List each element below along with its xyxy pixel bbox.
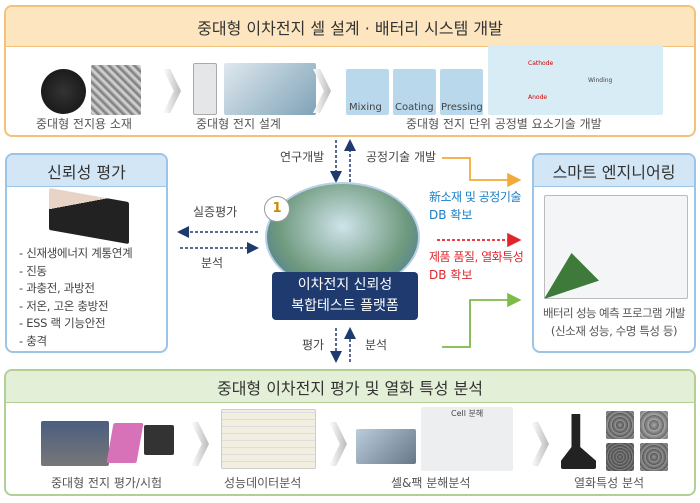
microscope-icon [561,414,596,469]
pressing-image: Pressing [440,69,483,115]
panel-title: 중대형 이차전지 평가 및 열화 특성 분석 [6,371,694,403]
sem-image [640,443,668,471]
cell-module-image [144,425,174,455]
material-image [41,69,86,114]
panel-title: 신뢰성 평가 [7,155,166,187]
chevron-icon [191,422,209,466]
sem-image [640,411,668,439]
magnifier-image [356,429,416,464]
arrow-label: 연구개발 [280,150,325,164]
caption: 중대형 전지 설계 [196,117,281,131]
process-diagram: Cathode Anode Winding [488,45,663,115]
smart-engineering-panel: 스마트 엔지니어링 배터리 성능 예측 프로그램 개발 (신소재 성능, 수명 … [532,153,696,353]
chevron-icon [329,422,347,466]
performance-charts [221,409,316,469]
chevron-icon [531,422,549,466]
cell-design-panel: 중대형 이차전지 셀 설계 · 배터리 시스템 개발 Mixing Coatin… [4,5,696,137]
db-label: 新소재 및 공정기술 [429,190,521,204]
arrow-label: 공정기술 개발 [366,150,437,164]
test-list: - 신재생에너지 계통연계- 진동- 과충전, 과방전- 저온, 고온 충방전-… [19,246,133,348]
caption: 중대형 전지용 소재 [36,117,132,131]
evaluation-panel: 중대형 이차전지 평가 및 열화 특성 분석 Cell 분해 중대형 전지 평가… [4,369,696,496]
db-label: DB 확보 [429,208,473,222]
pouch-cell-image [106,423,144,463]
sem-image [606,411,634,439]
sem-image [606,443,634,471]
panel-title: 스마트 엔지니어링 [534,155,694,187]
coating-image: Coating [393,69,436,115]
mixing-image: Mixing [346,69,389,115]
sem-image [91,65,141,115]
module-image [224,63,316,115]
arrow-label: 평가 [302,338,325,352]
panel-title: 중대형 이차전지 셀 설계 · 배터리 시스템 개발 [6,7,694,47]
db-label: DB 확보 [429,268,473,282]
cell-image [193,63,217,115]
reliability-panel: 신뢰성 평가 - 신재생에너지 계통연계- 진동- 과충전, 과방전- 저온, … [5,153,168,353]
arrow-label: 실증평가 [193,205,238,219]
award-badge-icon: 1 [264,196,290,222]
battery-pack-image [41,421,109,466]
caption: 중대형 전지 단위 공정별 요소기술 개발 [406,117,602,131]
cell-teardown-image: Cell 분해 [421,407,513,471]
arrow-label: 분석 [365,338,388,352]
arrow-label: 분석 [201,256,224,270]
db-label: 제품 품질, 열화특성 [429,250,524,264]
